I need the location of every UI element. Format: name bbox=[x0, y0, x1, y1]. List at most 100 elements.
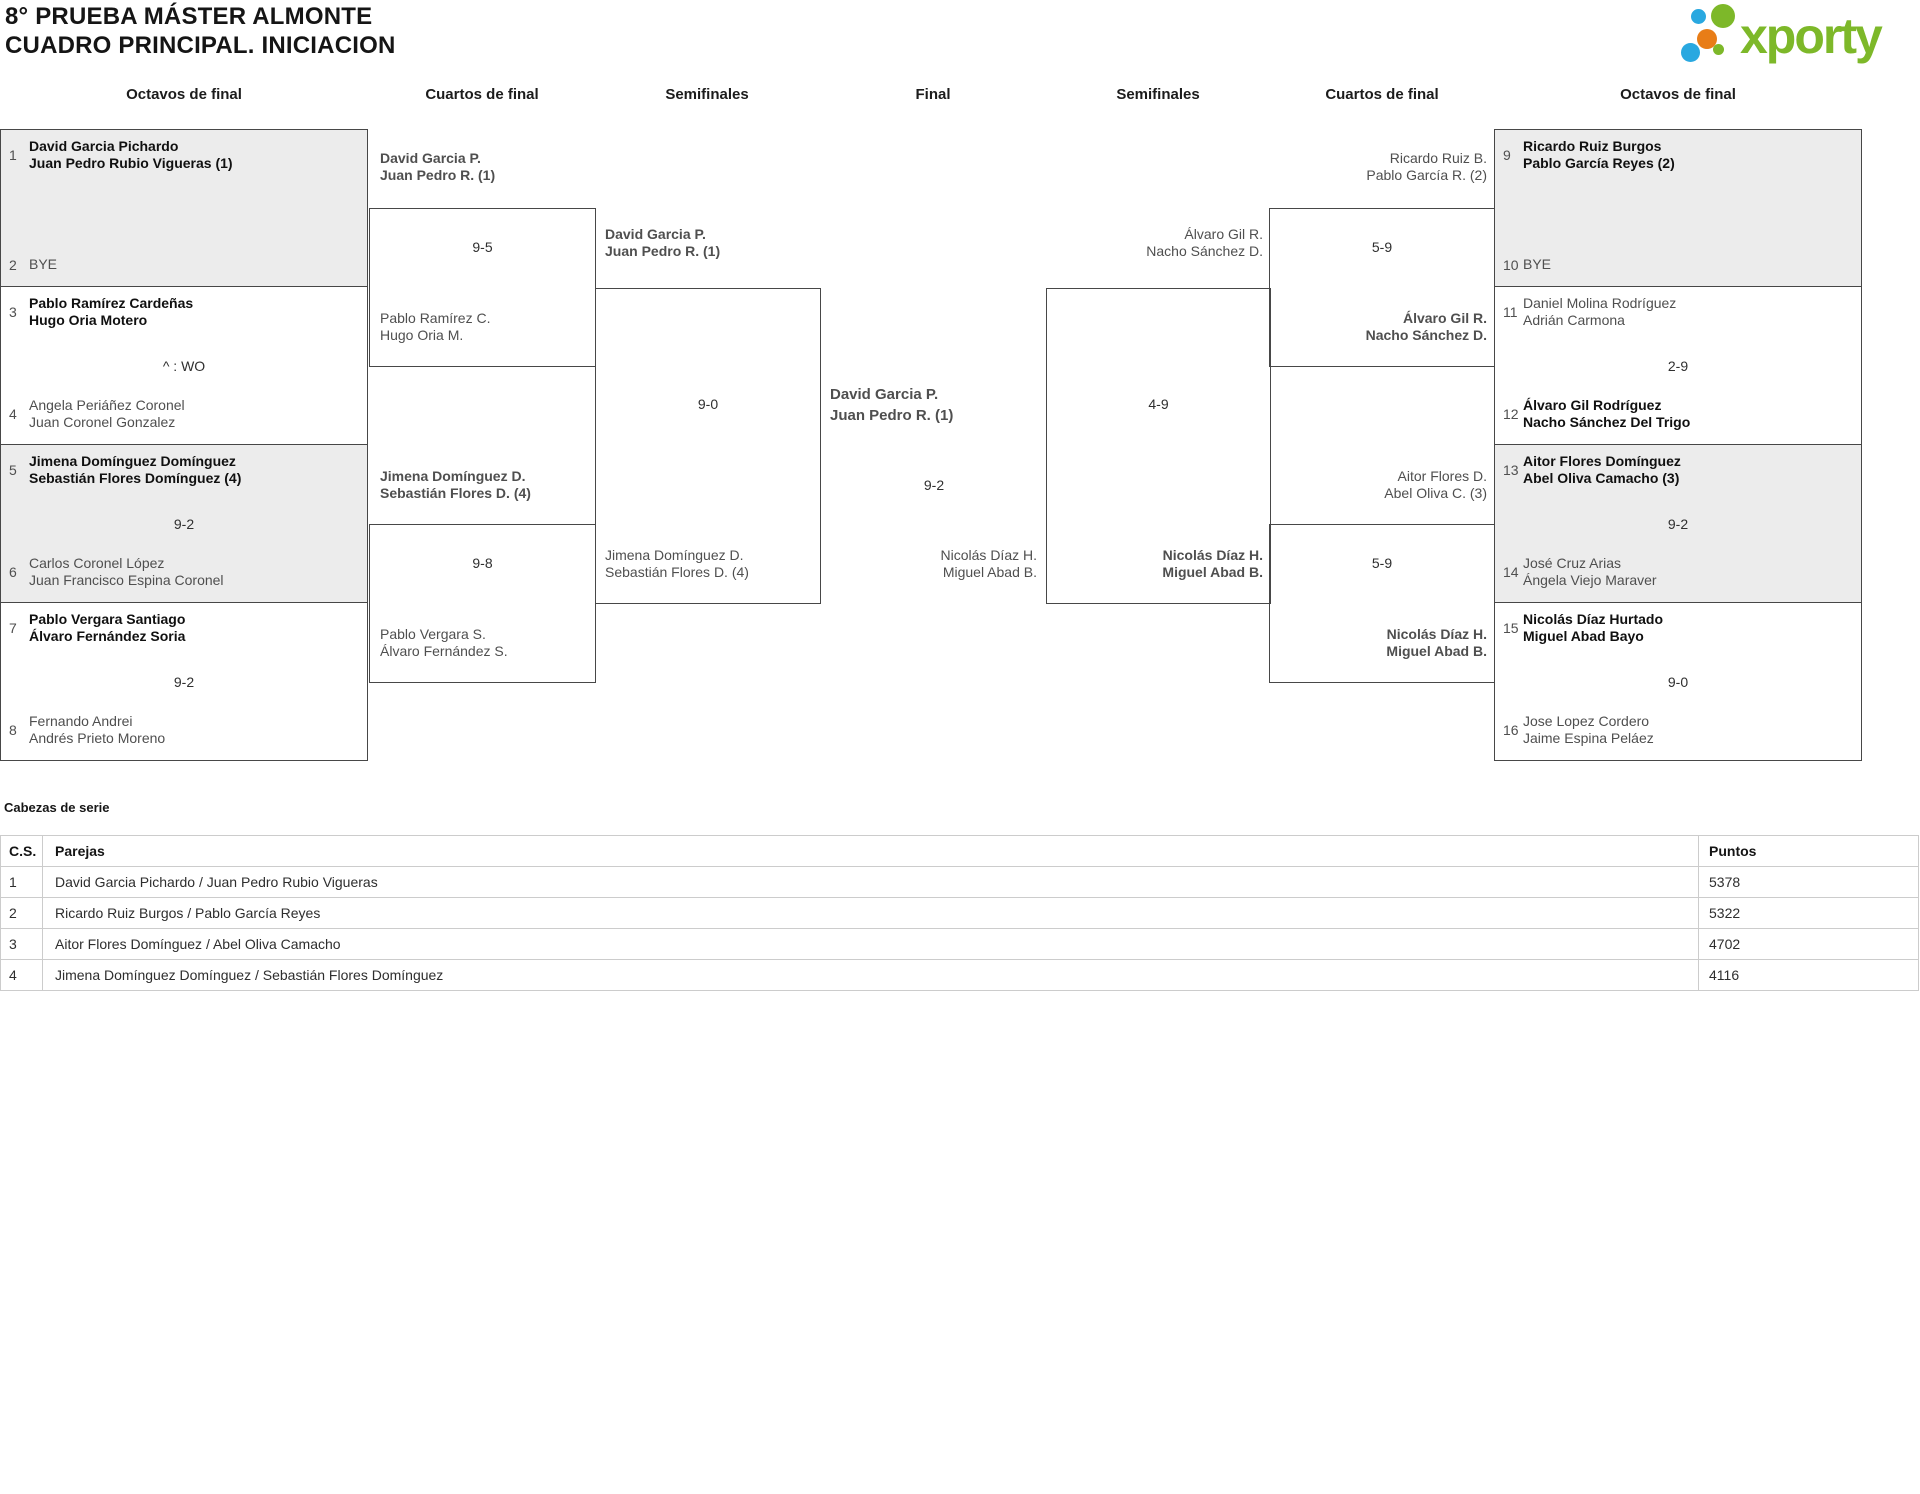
qf2-top-team: Jimena Domínguez D.Sebastián Flores D. (… bbox=[380, 468, 531, 501]
team-names: BYE bbox=[29, 256, 58, 272]
seed-number: 15 bbox=[1503, 620, 1519, 636]
match-score: 9-2 bbox=[173, 515, 195, 532]
match-score: ^ : WO bbox=[162, 357, 206, 374]
match-score: 9-2 bbox=[1667, 515, 1689, 532]
qf3-top-team: Ricardo Ruiz B.Pablo García R. (2) bbox=[1366, 150, 1487, 183]
logo-dot-blue-icon bbox=[1681, 43, 1700, 62]
seed-pair: Aitor Flores Domínguez / Abel Oliva Cama… bbox=[42, 928, 1699, 960]
logo-dot-orange-icon bbox=[1697, 29, 1717, 49]
seeds-row-3: 3 Aitor Flores Domínguez / Abel Oliva Ca… bbox=[0, 928, 1919, 960]
seed-number: 12 bbox=[1503, 406, 1519, 422]
seed-number: 10 bbox=[1503, 256, 1519, 273]
qf4-top-team: Aitor Flores D.Abel Oliva C. (3) bbox=[1384, 468, 1487, 501]
seed-number: 6 bbox=[9, 564, 17, 580]
seed-number: 14 bbox=[1503, 564, 1519, 580]
qf3-bottom-team: Álvaro Gil R.Nacho Sánchez D. bbox=[1365, 310, 1487, 343]
qf4-bottom-team: Nicolás Díaz H.Miguel Abad B. bbox=[1386, 626, 1487, 659]
round-header-semis-left: Semifinales bbox=[665, 86, 749, 103]
match-score: 2-9 bbox=[1667, 357, 1689, 374]
final-winner-team: David Garcia P.Juan Pedro R. (1) bbox=[830, 386, 954, 424]
seed-number: 7 bbox=[9, 620, 17, 636]
seed-number: 8 bbox=[9, 722, 17, 738]
round-header-octavos-left: Octavos de final bbox=[126, 86, 242, 103]
qf1-score: 9-5 bbox=[472, 239, 493, 255]
sf1-top-team: David Garcia P.Juan Pedro R. (1) bbox=[605, 226, 721, 259]
quarterfinal-3-box bbox=[1269, 208, 1495, 367]
seeds-row-4: 4 Jimena Domínguez Domínguez / Sebastián… bbox=[0, 959, 1919, 991]
seed-rank: 3 bbox=[0, 928, 43, 960]
seed-pair: Jimena Domínguez Domínguez / Sebastián F… bbox=[42, 959, 1699, 991]
seeds-row-2: 2 Ricardo Ruiz Burgos / Pablo García Rey… bbox=[0, 897, 1919, 929]
semifinal-2-box bbox=[1046, 288, 1271, 604]
qf2-score: 9-8 bbox=[472, 555, 493, 571]
xporty-logo[interactable]: xporty bbox=[1680, 4, 1912, 68]
title-line2: CUADRO PRINCIPAL. INICIACION bbox=[5, 32, 396, 59]
qf2-bottom-team: Pablo Vergara S.Álvaro Fernández S. bbox=[380, 626, 508, 659]
seed-pair: Ricardo Ruiz Burgos / Pablo García Reyes bbox=[42, 897, 1699, 929]
qf4-score: 5-9 bbox=[1371, 555, 1393, 571]
seed-number: 2 bbox=[9, 256, 17, 273]
team-slot-10: 10 BYE bbox=[1503, 256, 1857, 273]
sf2-top-team: Álvaro Gil R.Nacho Sánchez D. bbox=[1146, 226, 1263, 259]
sf1-bottom-team: Jimena Domínguez D.Sebastián Flores D. (… bbox=[605, 547, 749, 580]
seed-rank: 2 bbox=[0, 897, 43, 929]
sf2-score: 4-9 bbox=[1148, 396, 1169, 412]
page-title: 8° PRUEBA MÁSTER ALMONTE CUADRO PRINCIPA… bbox=[5, 2, 396, 60]
qf1-bottom-team: Pablo Ramírez C.Hugo Oria M. bbox=[380, 310, 491, 343]
seed-pair: David Garcia Pichardo / Juan Pedro Rubio… bbox=[42, 866, 1699, 898]
seed-number: 4 bbox=[9, 406, 17, 422]
seed-points: 4702 bbox=[1698, 928, 1919, 960]
title-line1: 8° PRUEBA MÁSTER ALMONTE bbox=[5, 3, 373, 30]
seed-points: 5378 bbox=[1698, 866, 1919, 898]
seeds-header-row: C.S. Parejas Puntos bbox=[0, 835, 1919, 867]
logo-wordmark: xporty bbox=[1740, 8, 1883, 64]
seed-rank: 1 bbox=[0, 866, 43, 898]
sf1-score: 9-0 bbox=[697, 396, 719, 412]
match-score: 9-2 bbox=[173, 673, 195, 690]
team-slot-2: 2 BYE bbox=[9, 256, 363, 273]
logo-dot-green-small-icon bbox=[1713, 44, 1724, 55]
seed-number: 16 bbox=[1503, 722, 1519, 738]
seed-number: 11 bbox=[1503, 304, 1518, 320]
seed-number: 1 bbox=[9, 147, 17, 163]
round-header-octavos-right: Octavos de final bbox=[1620, 86, 1736, 103]
qf1-top-team: David Garcia P.Juan Pedro R. (1) bbox=[380, 150, 496, 183]
round-header-semis-right: Semifinales bbox=[1116, 86, 1200, 103]
quarterfinal-1-box bbox=[369, 208, 596, 367]
seeds-row-1: 1 David Garcia Pichardo / Juan Pedro Rub… bbox=[0, 866, 1919, 898]
semifinal-1-box bbox=[595, 288, 821, 604]
seed-rank: 4 bbox=[0, 959, 43, 991]
seed-number: 5 bbox=[9, 462, 17, 478]
final-runnerup-team: Nicolás Díaz H.Miguel Abad B. bbox=[940, 547, 1037, 580]
